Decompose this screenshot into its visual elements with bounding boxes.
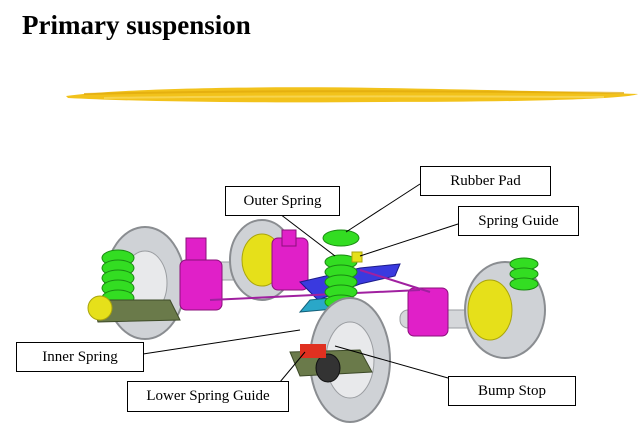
label-inner-spring: Inner Spring <box>16 342 144 372</box>
yellow-brush-stroke <box>66 87 638 103</box>
label-lower-spring-guide: Lower Spring Guide <box>127 381 289 412</box>
spring-right <box>509 257 539 291</box>
label-rubber-pad: Rubber Pad <box>420 166 551 196</box>
leader-lines <box>142 183 459 383</box>
label-bump-stop: Bump Stop <box>448 376 576 406</box>
spring-guide-part <box>351 251 363 263</box>
lower-arm <box>289 344 373 383</box>
axle-box-arm-left <box>87 295 181 323</box>
label-outer-spring: Outer Spring <box>225 186 340 216</box>
slide-title: Primary suspension <box>22 10 251 40</box>
axle-box-left <box>179 229 449 337</box>
label-spring-guide: Spring Guide <box>458 206 579 236</box>
